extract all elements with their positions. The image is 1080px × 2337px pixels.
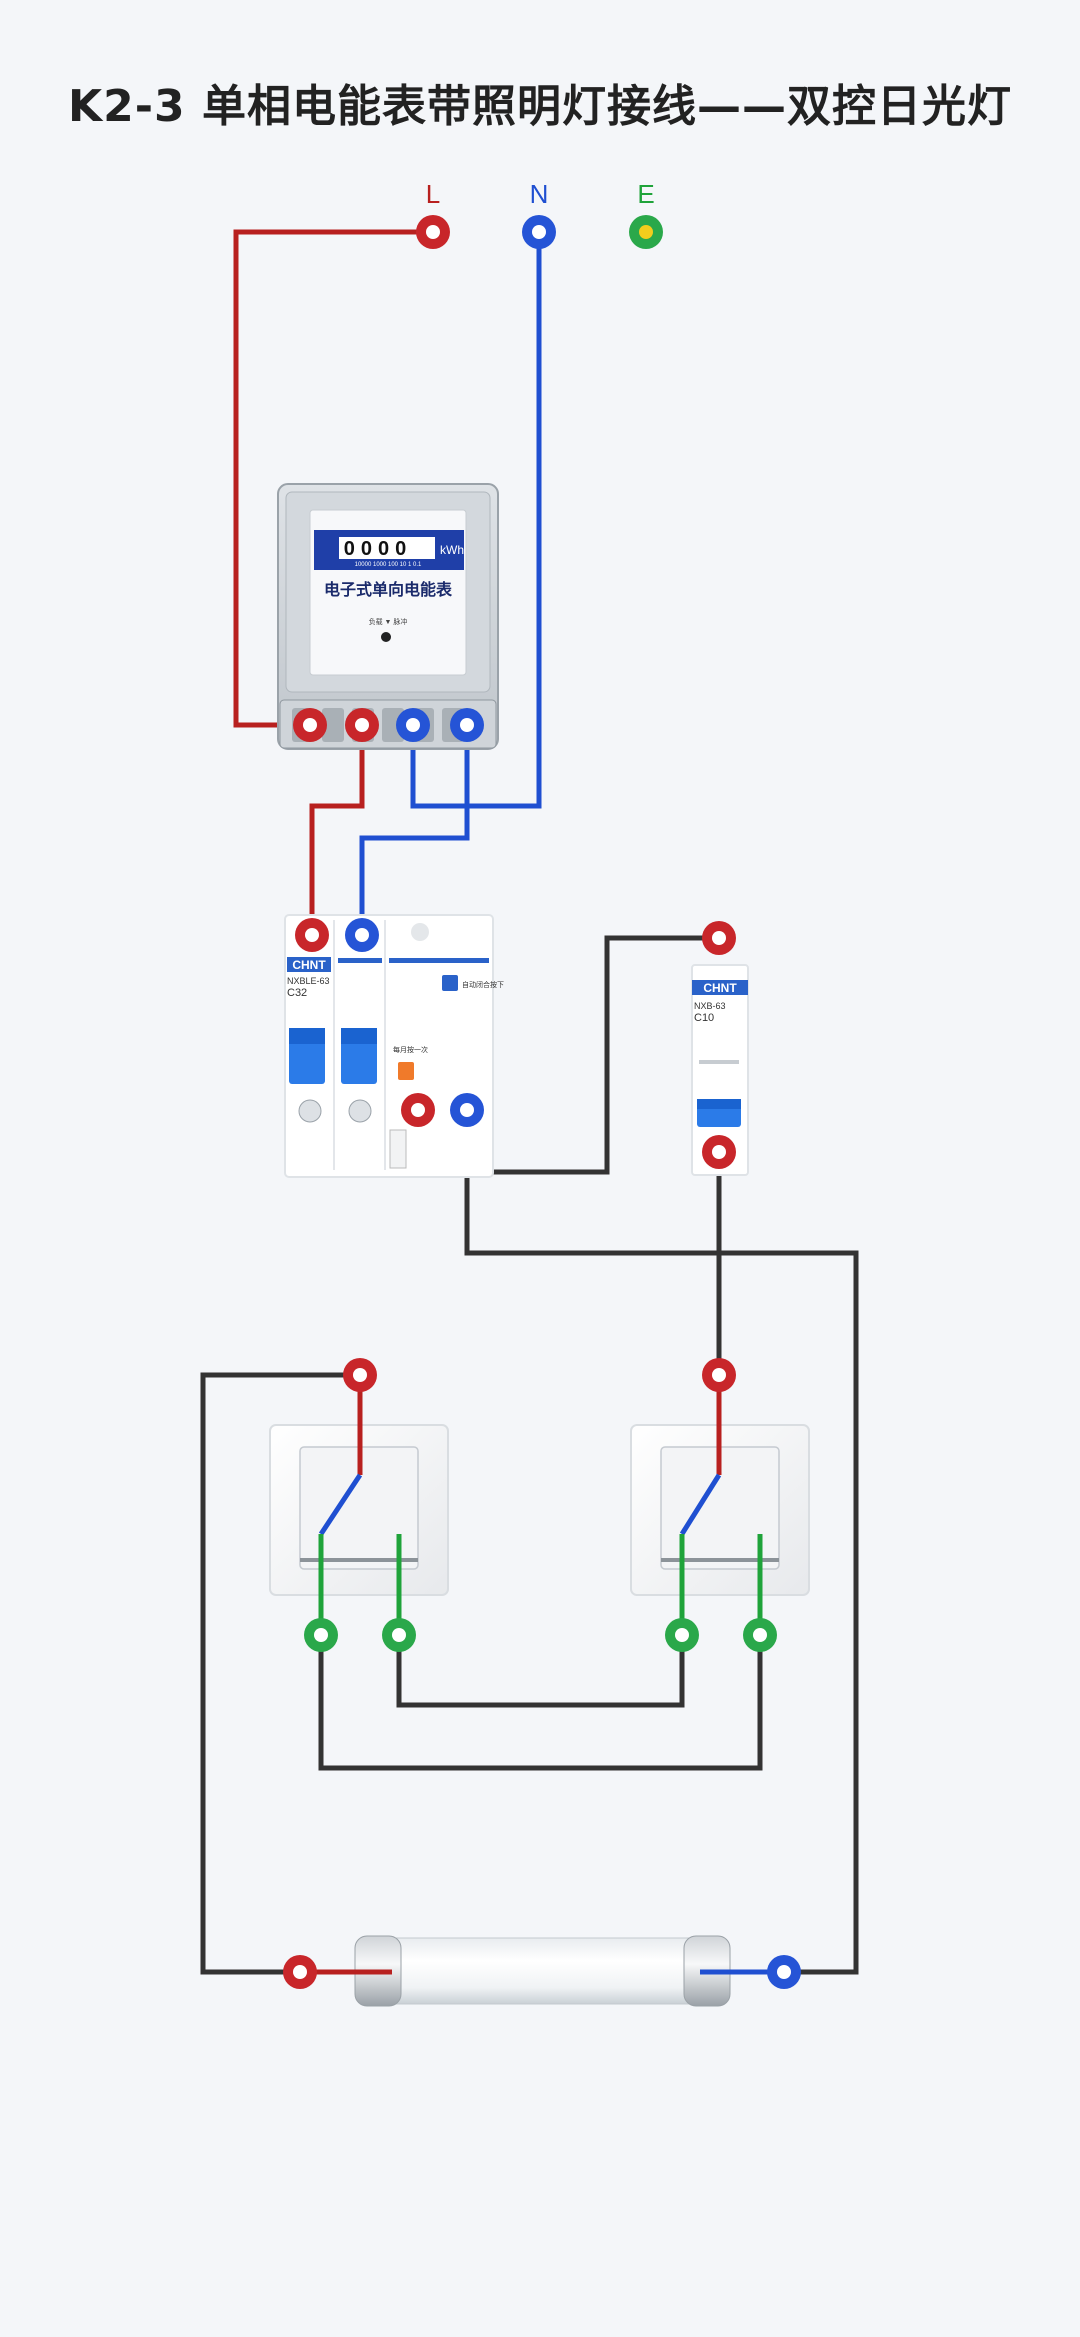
meter-unit: kWh xyxy=(440,543,464,557)
wire-rcbo-neutral-to-lamp xyxy=(464,1110,859,1975)
rcbo-test-label: 每月按一次 xyxy=(393,1045,428,1054)
earth-label: E xyxy=(637,179,654,209)
terminal-rcbo-live-in xyxy=(295,918,329,952)
mcb-terminals xyxy=(702,921,736,1169)
terminal-lamp-neutral xyxy=(767,1955,801,1989)
wire-traveller-1 xyxy=(396,1635,685,1708)
terminal-supply-earth xyxy=(629,215,663,249)
terminal-lamp-live xyxy=(283,1955,317,1989)
rcbo-rating: C32 xyxy=(287,987,307,999)
page-title: K2-3 单相电能表带照明灯接线——双控日光灯 xyxy=(68,81,1012,132)
rcbo-model: NXBLE-63 xyxy=(287,976,330,986)
terminal-switch-2-common xyxy=(702,1358,736,1392)
supply-terminals xyxy=(416,215,663,249)
terminal-mcb-out xyxy=(702,1135,736,1169)
rcbo-brand: CHNT xyxy=(292,958,326,972)
terminal-rcbo-neutral-in xyxy=(345,918,379,952)
rcbo-reset-button xyxy=(442,975,458,991)
wire-supply-live xyxy=(233,229,433,728)
terminal-meter-neutral-out xyxy=(450,708,484,742)
meter-reading: 0000 xyxy=(344,538,413,560)
terminal-rcbo-neutral-out xyxy=(450,1093,484,1127)
terminal-supply-neutral xyxy=(522,215,556,249)
two-way-switch-1 xyxy=(269,1375,449,1635)
fluorescent-lamp xyxy=(300,1935,784,2007)
neutral-label: N xyxy=(530,179,549,209)
meter-name: 电子式单向电能表 xyxy=(324,580,453,599)
rcbo-note: 自动闭合按下 xyxy=(462,980,504,989)
meter-indicator-text: 负载 ▼ 脉冲 xyxy=(369,617,408,626)
wire-switch-to-lamp xyxy=(200,1372,360,1975)
mcb-rating: C10 xyxy=(694,1012,714,1024)
meter-pulse-led xyxy=(381,632,391,642)
terminal-rcbo-live-out xyxy=(401,1093,435,1127)
live-label: L xyxy=(426,179,440,209)
rcbo-test-button xyxy=(398,1062,414,1080)
terminal-mcb-in xyxy=(702,921,736,955)
wire-traveller-2 xyxy=(318,1635,763,1771)
terminal-switch-2-a xyxy=(665,1618,699,1652)
switch-terminals xyxy=(304,1358,777,1652)
electricity-meter: 0000 kWh 10000 1000 100 10 1 0.1 电子式单向电能… xyxy=(277,483,499,750)
switch-2-lever xyxy=(679,1473,722,1536)
switch-1-lever xyxy=(318,1473,363,1536)
terminal-switch-1-common xyxy=(343,1358,377,1392)
mcb-brand: CHNT xyxy=(703,981,737,995)
wire-meter-live-out xyxy=(309,725,365,935)
meter-scale: 10000 1000 100 10 1 0.1 xyxy=(355,562,422,568)
terminal-meter-live-in xyxy=(293,708,327,742)
terminal-supply-live xyxy=(416,215,450,249)
meter-terminals xyxy=(293,708,484,742)
terminal-switch-1-b xyxy=(382,1618,416,1652)
two-way-switch-2 xyxy=(630,1375,810,1635)
rcbo-terminals xyxy=(295,918,484,1127)
terminal-meter-live-out xyxy=(345,708,379,742)
mcb-model: NXB-63 xyxy=(694,1001,726,1011)
mcb-breaker: CHNT NXB-63 C10 xyxy=(691,964,749,1176)
terminal-meter-neutral-in xyxy=(396,708,430,742)
rcbo-breaker: CHNT NXBLE-63 C32 自动闭合按下 每月按一次 xyxy=(284,914,504,1178)
wire-supply-neutral xyxy=(410,232,542,809)
lamp-terminals xyxy=(283,1955,801,1989)
terminal-switch-1-a xyxy=(304,1618,338,1652)
terminal-switch-2-b xyxy=(743,1618,777,1652)
wire-meter-neutral-out xyxy=(359,725,470,935)
